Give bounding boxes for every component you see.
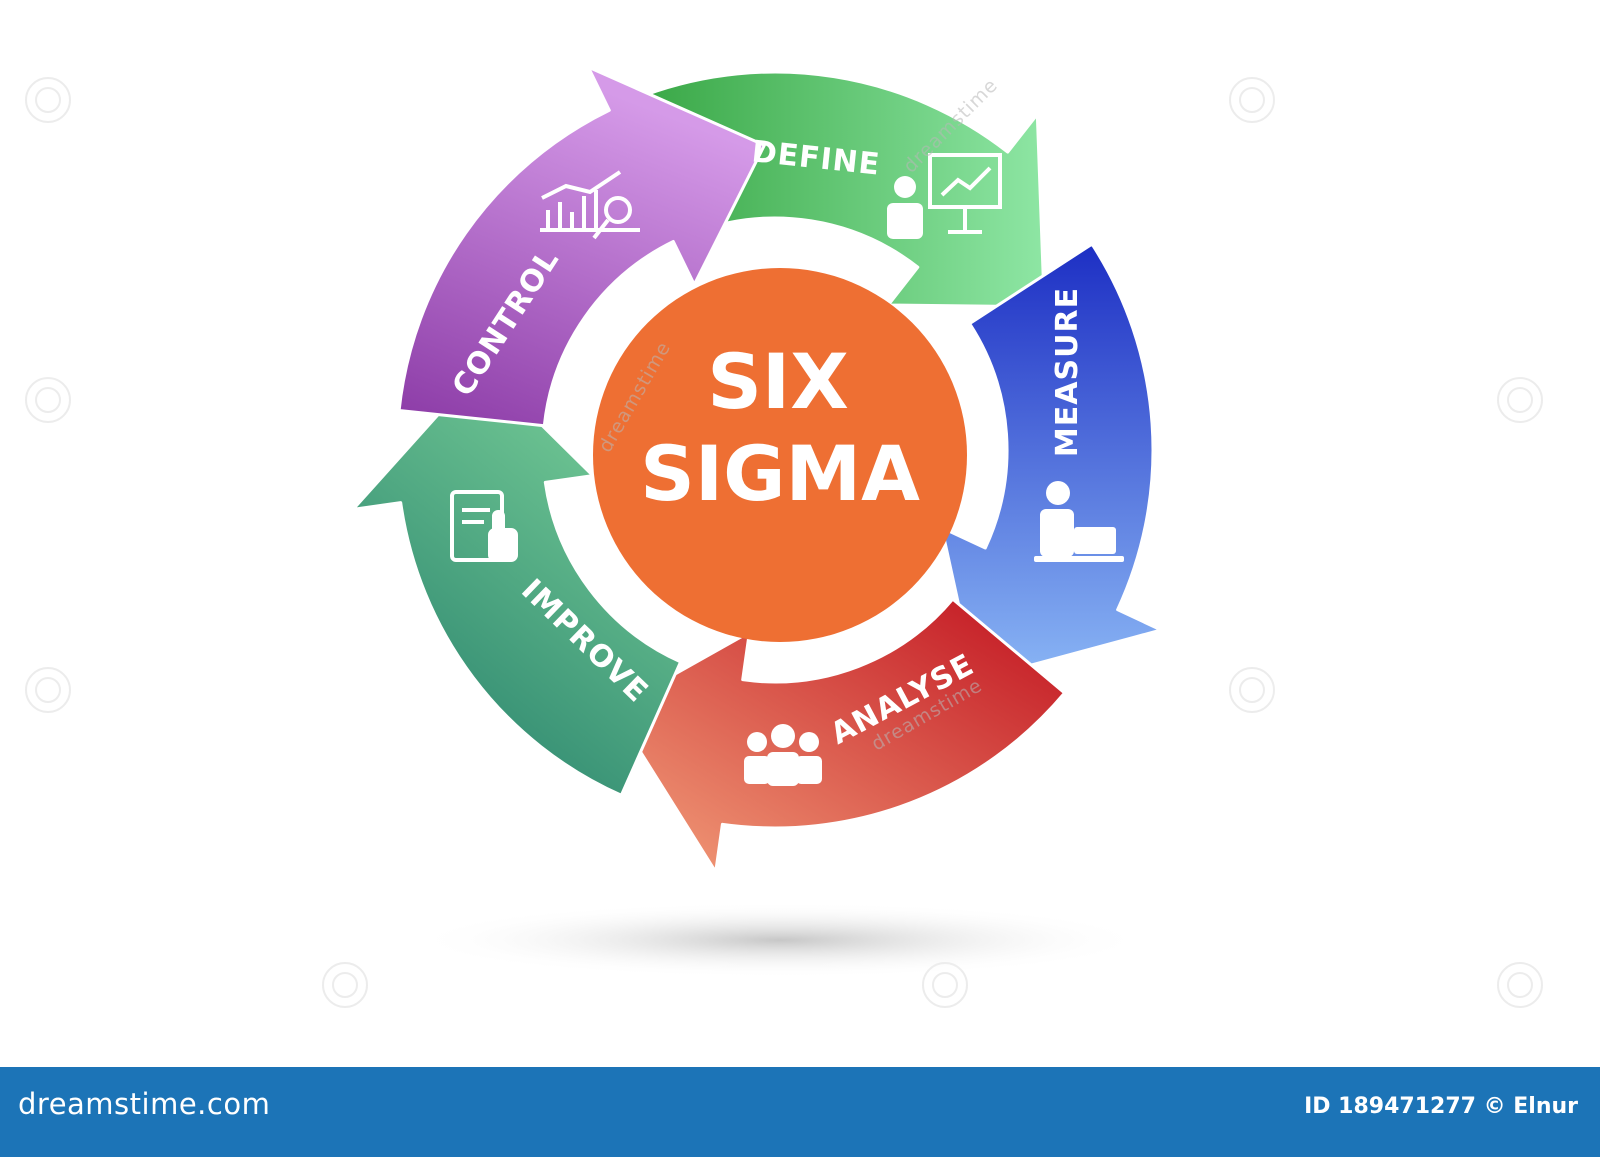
arrow-measure: [940, 242, 1163, 682]
arrow-analyse: [611, 597, 1067, 874]
chart-magnifier-icon: [540, 170, 640, 240]
six-sigma-cycle-diagram: SIX SIGMA DEFINE MEASURE ANALYSE IMPROVE…: [25, 65, 1543, 1008]
center-title-line2: SIGMA: [640, 429, 920, 518]
center-circle: [593, 268, 967, 642]
cycle-arrows: [351, 65, 1163, 874]
step-label-measure: MEASURE: [1050, 287, 1085, 457]
arrow-improve: [351, 364, 683, 797]
footer-bar: dreamstime.com ID 189471277 © Elnur: [0, 1067, 1600, 1157]
presentation-icon: [887, 153, 1002, 239]
arrow-control: [397, 65, 766, 428]
arrow-define: [644, 70, 1046, 309]
floor-shadow: [410, 902, 1150, 978]
footer-brand: dreamstime.com: [18, 1087, 271, 1121]
team-icon: [744, 724, 822, 786]
tablet-touch-icon: [450, 490, 518, 562]
center-title-line1: SIX: [707, 337, 849, 426]
watermark-marks: [25, 77, 1543, 1008]
laptop-user-icon: [1034, 481, 1124, 562]
image-id-credit: ID 189471277 © Elnur: [1304, 1094, 1578, 1119]
